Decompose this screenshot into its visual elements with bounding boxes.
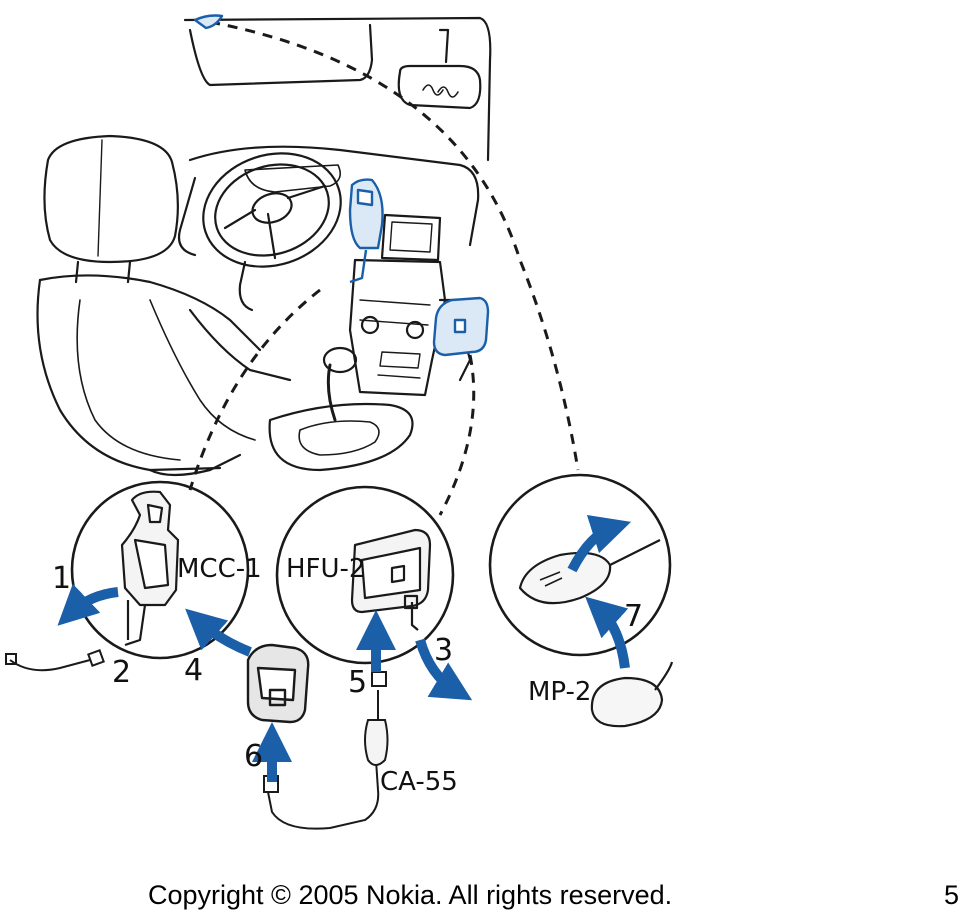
connection-lines (188, 20, 580, 516)
step-number-6: 6 (244, 739, 263, 774)
step-number-4: 4 (184, 653, 203, 688)
callout-circle-mcc (70, 480, 250, 660)
callout-circle-hfu (275, 485, 455, 665)
copyright-text: Copyright © 2005 Nokia. All rights reser… (148, 880, 673, 910)
mp-device-illustration (518, 539, 661, 605)
mcc-holder-illustration (120, 490, 180, 647)
microphone-mount-icon (193, 14, 224, 30)
step-number-3: 3 (434, 633, 453, 668)
arrow-step-4 (185, 608, 252, 657)
arrow-step-1 (57, 583, 119, 626)
label-ca: CA-55 (380, 767, 458, 797)
hfu-box-illustration (350, 528, 432, 631)
highlighted-components (193, 14, 490, 357)
cradle-illustration (246, 643, 310, 724)
arrow-step-7 (585, 596, 630, 669)
step-number-2: 2 (112, 655, 131, 690)
page-number: 5 (944, 880, 960, 910)
action-arrows (57, 515, 632, 782)
label-mcc: MCC-1 (177, 554, 262, 584)
car-interior-illustration (36, 16, 492, 477)
arrow-mp-remove (567, 515, 632, 573)
mounted-holder-icon (348, 178, 384, 250)
step-number-1: 1 (52, 561, 71, 596)
step-number-7: 7 (624, 599, 643, 634)
label-hfu: HFU-2 (286, 554, 365, 584)
label-mp: MP-2 (528, 677, 591, 707)
arrow-step-3 (415, 638, 473, 701)
cables (5, 649, 389, 830)
mp-external-illustration (590, 661, 674, 728)
step-number-5: 5 (348, 665, 367, 700)
callout-circle-mp (488, 473, 672, 657)
